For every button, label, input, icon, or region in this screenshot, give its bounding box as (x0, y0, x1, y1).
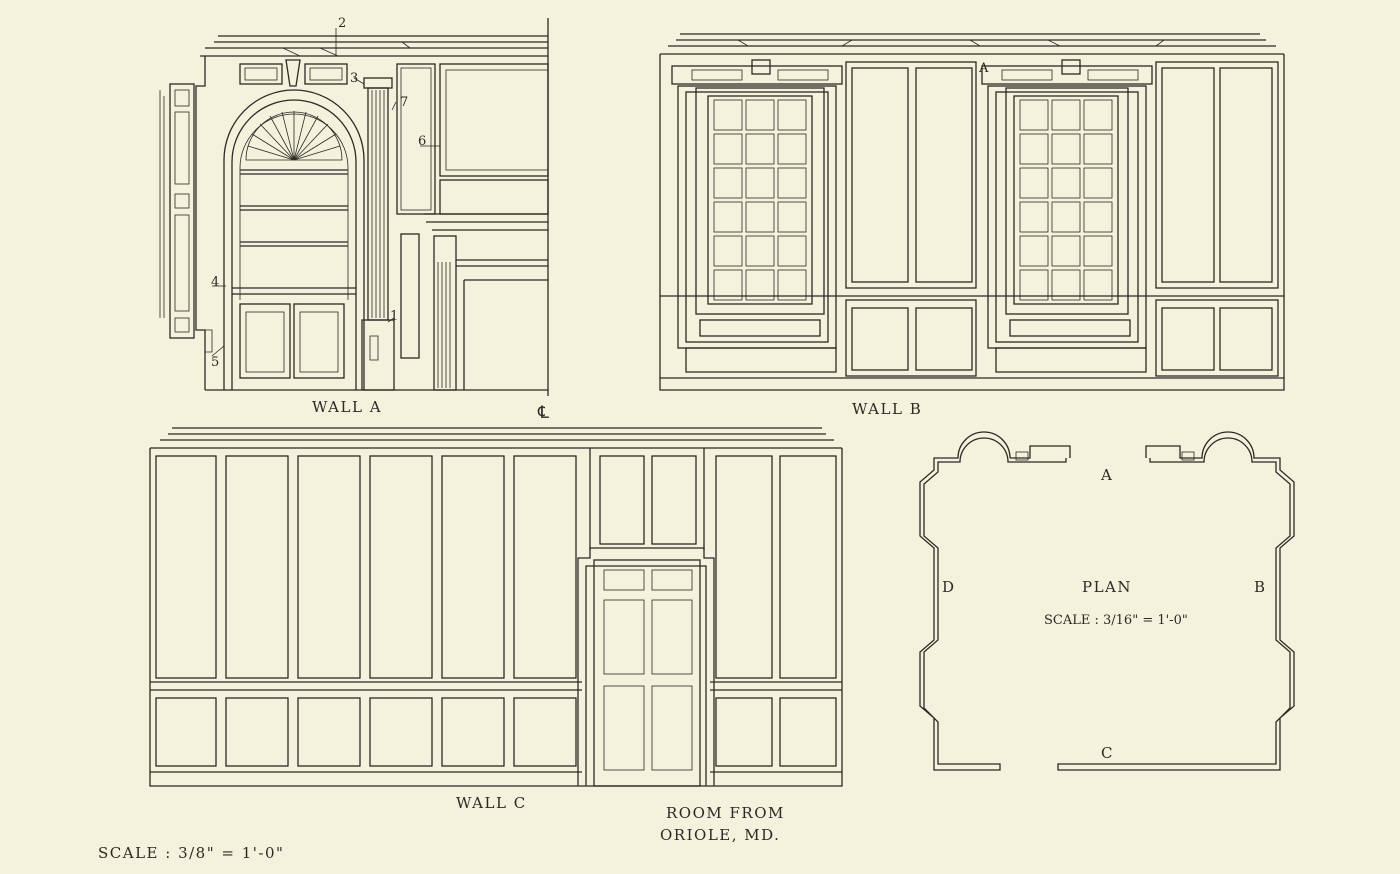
plan-label-a: A (1100, 466, 1113, 484)
wall-c-elevation (149, 427, 843, 787)
main-scale: SCALE : 3/8" = 1'-0" (98, 844, 284, 862)
wall-a-elevation (159, 18, 549, 396)
wall-b-label: WALL B (852, 400, 922, 418)
centerline-symbol: ℄ (537, 403, 550, 423)
callout-5: 5 (211, 355, 219, 370)
wall-b-mark: A (978, 61, 989, 76)
callout-4: 4 (211, 275, 219, 290)
plan-scale: SCALE : 3/16" = 1'-0" (1044, 613, 1188, 628)
wall-b-elevation (659, 33, 1285, 391)
title-line-2: ORIOLE, MD. (660, 826, 780, 844)
callout-6: 6 (418, 134, 426, 149)
plan-title: PLAN (1082, 578, 1132, 596)
callout-1: 1 (390, 309, 398, 324)
wall-c-label: WALL C (456, 794, 527, 812)
wall-a-label: WALL A (312, 398, 382, 416)
plan-label-d: D (942, 578, 956, 596)
callout-3: 3 (350, 71, 358, 86)
plan-label-b: B (1254, 578, 1267, 596)
callout-7: 7 (400, 95, 408, 110)
plan-label-c: C (1101, 744, 1114, 762)
floor-plan (919, 431, 1295, 771)
title-line-1: ROOM FROM (666, 804, 785, 822)
callout-2: 2 (338, 16, 346, 31)
